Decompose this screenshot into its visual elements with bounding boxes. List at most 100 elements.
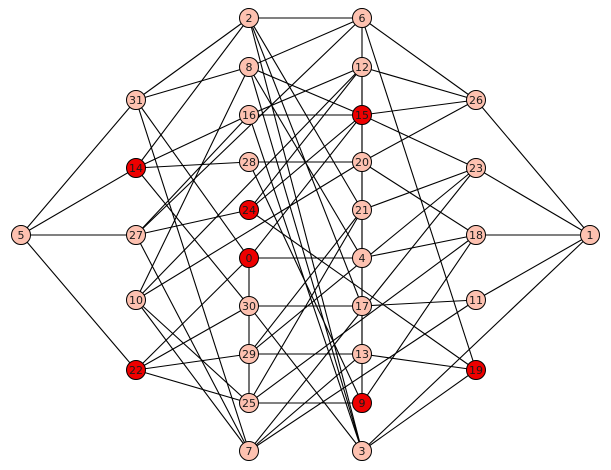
node-label: 28 <box>242 156 256 169</box>
node-label: 14 <box>129 162 143 175</box>
node-circle <box>466 90 486 110</box>
node-circle <box>352 152 372 172</box>
edge-10-7 <box>135 299 250 452</box>
node-8: 8 <box>239 57 259 77</box>
node-10: 10 <box>126 290 146 310</box>
edge-6-26 <box>361 17 477 101</box>
edge-15-23 <box>361 114 477 169</box>
edge-1-11 <box>475 234 591 301</box>
node-label: 20 <box>355 156 369 169</box>
edge-29-22 <box>135 353 250 371</box>
node-4: 4 <box>352 248 372 268</box>
node-circle <box>126 225 146 245</box>
edge-2-21 <box>248 17 363 211</box>
node-label: 18 <box>469 229 483 242</box>
edge-17-11 <box>361 299 477 307</box>
edge-30-22 <box>135 305 250 371</box>
edge-6-19 <box>361 17 477 371</box>
edge-22-25 <box>135 369 250 404</box>
node-circle <box>239 57 259 77</box>
edge-30-3 <box>248 305 363 452</box>
edge-26-20 <box>361 99 477 163</box>
edge-8-3 <box>248 66 363 452</box>
node-5: 5 <box>11 225 31 245</box>
edge-0-22 <box>135 257 250 371</box>
node-label: 16 <box>242 109 256 122</box>
node-24: 24 <box>239 200 259 220</box>
node-29: 29 <box>239 344 259 364</box>
edge-8-10 <box>135 66 250 301</box>
edge-12-26 <box>361 66 477 101</box>
node-label: 1 <box>587 229 594 242</box>
node-9: 9 <box>352 393 372 413</box>
node-label: 30 <box>242 300 256 313</box>
node-6: 6 <box>352 8 372 28</box>
edge-12-24 <box>248 66 363 211</box>
edge-27-24 <box>135 209 250 236</box>
node-circle <box>239 105 259 125</box>
edge-18-9 <box>361 234 477 404</box>
node-label: 31 <box>129 94 143 107</box>
node-label: 7 <box>246 445 253 458</box>
node-7: 7 <box>239 441 259 461</box>
node-18: 18 <box>466 225 486 245</box>
node-circle <box>580 225 600 245</box>
edge-2-14 <box>135 17 250 169</box>
node-circle <box>239 296 259 316</box>
node-label: 13 <box>355 348 369 361</box>
node-label: 17 <box>355 300 369 313</box>
node-label: 4 <box>359 252 366 265</box>
edge-19-3 <box>361 369 477 452</box>
node-circle <box>239 344 259 364</box>
node-16: 16 <box>239 105 259 125</box>
edge-31-5 <box>20 99 137 236</box>
edge-6-27 <box>135 17 363 236</box>
node-label: 11 <box>469 294 483 307</box>
node-circle <box>352 248 372 268</box>
node-2: 2 <box>239 8 259 28</box>
edge-16-27 <box>135 114 250 236</box>
node-3: 3 <box>352 441 372 461</box>
node-label: 5 <box>18 229 25 242</box>
edge-26-1 <box>475 99 591 236</box>
edges-layer <box>20 17 591 452</box>
node-27: 27 <box>126 225 146 245</box>
node-circle <box>11 225 31 245</box>
edge-18-25 <box>248 234 477 404</box>
node-14: 14 <box>126 158 146 178</box>
node-label: 9 <box>359 397 366 410</box>
edge-24-19 <box>248 209 477 371</box>
node-1: 1 <box>580 225 600 245</box>
edge-5-22 <box>20 234 137 371</box>
node-28: 28 <box>239 152 259 172</box>
node-label: 10 <box>129 294 143 307</box>
node-label: 8 <box>246 61 253 74</box>
node-0: 0 <box>239 248 259 268</box>
node-label: 6 <box>359 12 366 25</box>
node-circle <box>239 152 259 172</box>
node-circle <box>466 290 486 310</box>
node-31: 31 <box>126 90 146 110</box>
node-circle <box>239 393 259 413</box>
node-circle <box>352 8 372 28</box>
node-circle <box>466 158 486 178</box>
edge-23-21 <box>361 167 477 211</box>
edge-1-3 <box>361 234 591 452</box>
node-label: 29 <box>242 348 256 361</box>
edge-12-10 <box>135 66 363 301</box>
edge-14-28 <box>135 161 250 169</box>
node-circle <box>352 105 372 125</box>
node-circle <box>126 360 146 380</box>
node-circle <box>239 200 259 220</box>
edge-12-16 <box>248 66 363 116</box>
node-circle <box>352 393 372 413</box>
node-17: 17 <box>352 296 372 316</box>
node-label: 26 <box>469 94 483 107</box>
node-circle <box>352 200 372 220</box>
node-circle <box>239 8 259 28</box>
node-circle <box>352 441 372 461</box>
node-circle <box>126 158 146 178</box>
edge-13-19 <box>361 353 477 371</box>
node-circle <box>466 360 486 380</box>
